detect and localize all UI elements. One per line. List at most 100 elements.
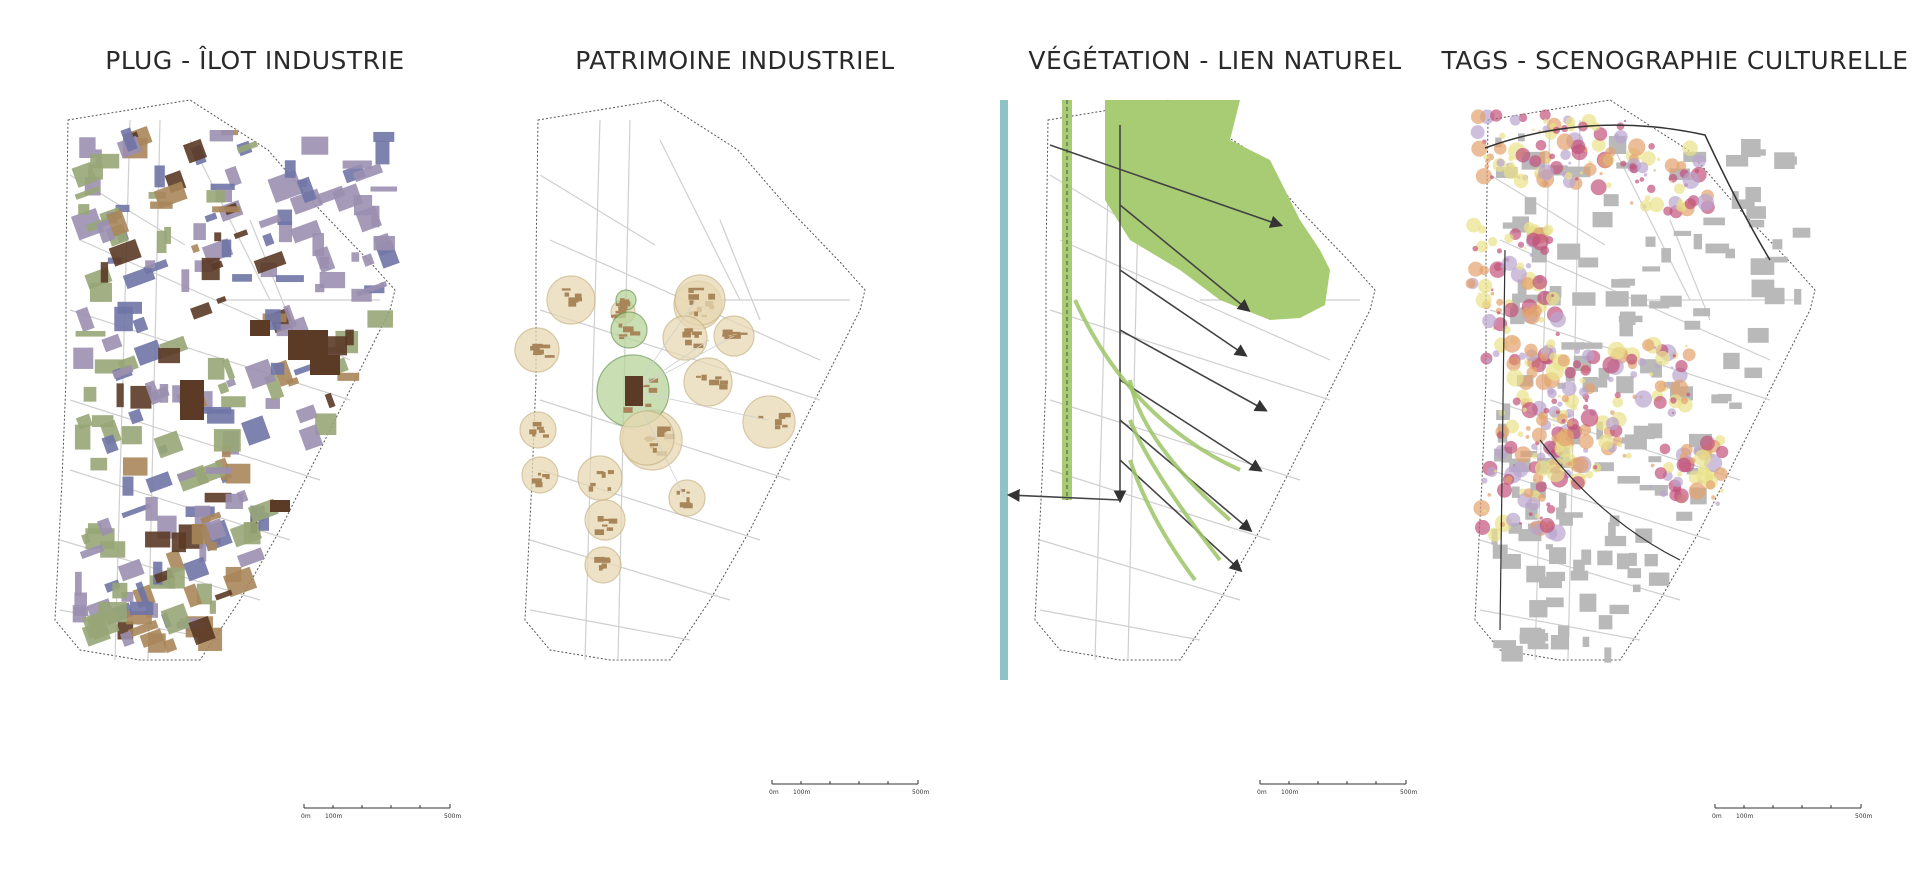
park [1105,100,1330,320]
street [1479,609,1641,641]
heritage-building [696,375,701,378]
tag-splash [1525,434,1530,439]
tag-splash [1719,488,1724,493]
tag-splash [1545,158,1550,163]
building [191,523,211,545]
tag-splash [1528,512,1533,517]
heritage-building [709,379,720,386]
heritage-building [530,346,540,351]
heritage-building [693,287,705,291]
tag-splash [1594,415,1611,431]
building [284,160,296,178]
tag-splash [1498,409,1505,417]
tag-splash [1567,420,1574,427]
tag-splash [1578,434,1594,450]
connection-line [632,299,697,392]
connection-line [632,390,769,421]
grey-building [1711,394,1729,404]
tag-splash [1521,402,1538,419]
building [371,205,380,228]
tag-splash [1535,139,1547,151]
heritage-building [602,518,611,521]
grey-building [1703,217,1725,226]
building [222,358,236,380]
building [145,497,158,521]
grey-building [1746,206,1766,219]
tag-splash [1493,262,1503,272]
grey-building [1751,279,1775,298]
tag-splash [1475,168,1493,185]
heritage-building [545,474,550,480]
green-branch [1128,459,1197,582]
heritage-building [676,490,680,495]
grey-building [1616,553,1630,570]
tag-splash [1670,379,1689,398]
tag-splash [1672,476,1683,488]
heritage-building [533,349,544,355]
tag-splash [1568,161,1572,165]
grey-building [1596,421,1604,440]
tag-splash [1475,292,1492,309]
tag-splash [1680,443,1693,456]
building [150,386,170,402]
heritage-building [758,415,764,419]
building [81,533,91,545]
heritage-building [680,489,686,492]
grey-building [1628,552,1637,566]
tag-splash [1684,344,1688,348]
grey-building [1661,248,1671,263]
building [233,229,249,240]
tag-splash [1486,153,1495,161]
building [295,404,318,424]
building [315,413,337,436]
grey-building [1617,475,1640,484]
building [265,398,280,409]
tag-splash [1499,132,1506,140]
tag-splash [1676,160,1687,171]
building [324,392,336,409]
heritage-circle [577,455,623,501]
grey-building [1654,485,1668,496]
tag-splash [1532,233,1549,251]
building [286,376,300,387]
grey-building [1508,523,1523,534]
flow-arrow [1119,329,1268,412]
tag-splash [1688,470,1703,485]
building [129,601,154,615]
tag-splash [1526,367,1538,379]
grey-building [1570,570,1589,581]
tag-splash [1525,263,1532,269]
heritage-circle [742,395,796,449]
tag-splash [1505,475,1513,483]
building [214,589,233,601]
grey-building [1616,376,1634,394]
tag-splash [1672,354,1676,358]
tag-splash [1562,175,1576,189]
heritage-building [684,328,694,332]
street [1049,469,1271,541]
tag-path [1484,124,1771,261]
building [70,207,105,241]
grey-building [1744,367,1763,379]
street [529,539,731,601]
tag-splash [1590,179,1607,196]
tag-splash [1672,411,1675,414]
tag-splash [1475,519,1491,535]
building [319,271,346,289]
building [196,583,212,605]
heritage-building [532,352,542,356]
building [165,549,186,574]
tag-splash [1561,394,1569,403]
grey-building [1581,549,1592,565]
flow-arrow [1006,489,1121,502]
building [278,221,293,243]
tag-splash [1599,171,1603,176]
grey-building [1558,492,1567,509]
tag-splash [1715,501,1720,507]
building [101,434,119,455]
tag-splash [1682,172,1700,189]
heritage-building [724,336,733,340]
tag-splash [1485,158,1490,164]
tag-splash [1641,151,1656,166]
tag-splash [1682,348,1696,362]
